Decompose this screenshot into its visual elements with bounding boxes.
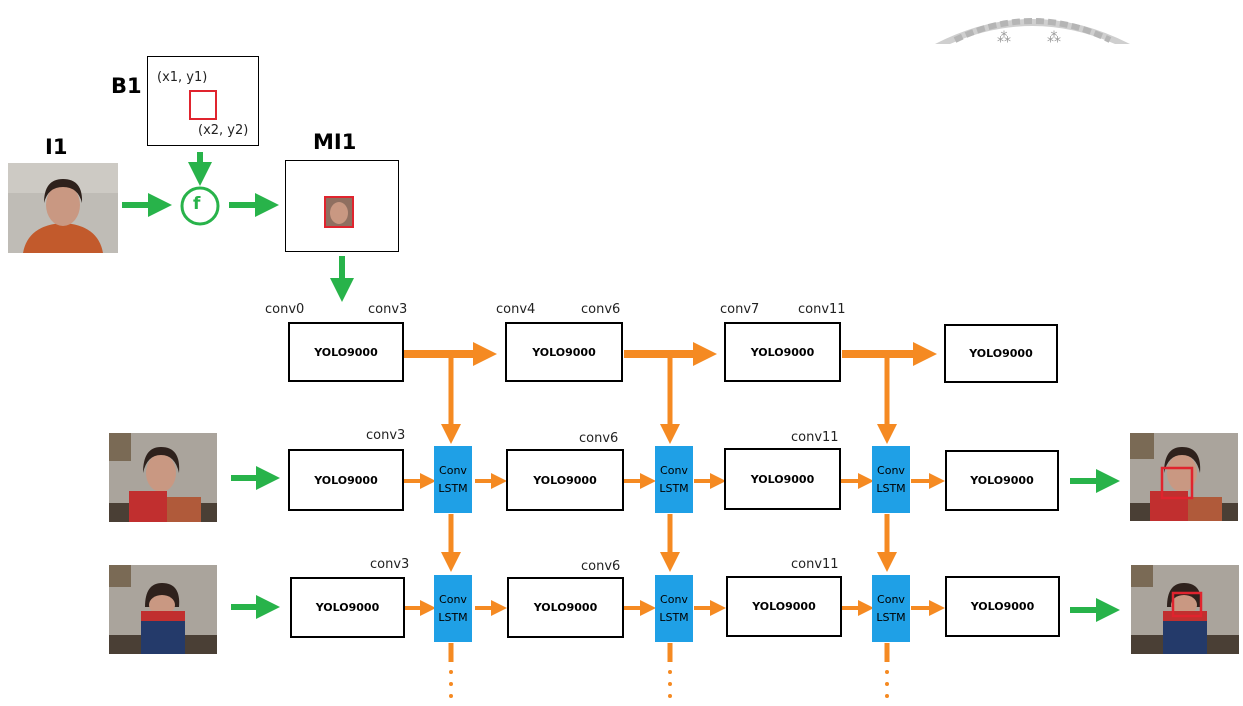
- yolo-box: YOLO9000: [506, 449, 624, 511]
- yolo-box: YOLO9000: [505, 322, 623, 382]
- continuation-dots: [885, 670, 889, 706]
- yolo-box: YOLO9000: [288, 322, 404, 382]
- i1-label: I1: [45, 135, 67, 159]
- layer-label: conv7: [720, 302, 759, 317]
- layer-label: conv3: [370, 557, 409, 572]
- input-frame-2: [109, 565, 217, 654]
- layer-label: conv6: [579, 431, 618, 446]
- layer-label: conv11: [791, 557, 839, 572]
- b1-bbox-rect: [189, 90, 217, 120]
- layer-label: conv6: [581, 559, 620, 574]
- f-function-label: f: [193, 194, 200, 214]
- yolo-box: YOLO9000: [945, 450, 1059, 511]
- layer-label: conv4: [496, 302, 535, 317]
- yolo-box: YOLO9000: [290, 577, 405, 638]
- input-frame-1: [109, 433, 217, 522]
- yolo-box: YOLO9000: [724, 448, 841, 510]
- yolo-box: YOLO9000: [507, 577, 624, 638]
- mi1-box: [285, 160, 399, 252]
- output-frame-1: [1130, 433, 1238, 521]
- mi1-label: MI1: [313, 130, 356, 154]
- yolo-box: YOLO9000: [944, 324, 1058, 383]
- layer-label: conv3: [368, 302, 407, 317]
- layer-label: conv11: [798, 302, 846, 317]
- layer-label: conv3: [366, 428, 405, 443]
- layer-label: conv0: [265, 302, 304, 317]
- continuation-dots: [668, 670, 672, 706]
- i1-photo: [8, 163, 118, 253]
- output-frame-2: [1131, 565, 1239, 654]
- top-left-coord: (x1, y1): [157, 70, 207, 85]
- mi1-face-crop: [324, 196, 354, 228]
- b1-label: B1: [111, 74, 142, 98]
- layer-label: conv11: [791, 430, 839, 445]
- yolo-box: YOLO9000: [288, 449, 404, 511]
- yolo-box: YOLO9000: [945, 576, 1060, 637]
- yolo-box: YOLO9000: [726, 576, 842, 637]
- continuation-dots: [449, 670, 453, 706]
- yolo-box: YOLO9000: [724, 322, 841, 382]
- bottom-right-coord: (x2, y2): [198, 123, 248, 138]
- layer-label: conv6: [581, 302, 620, 317]
